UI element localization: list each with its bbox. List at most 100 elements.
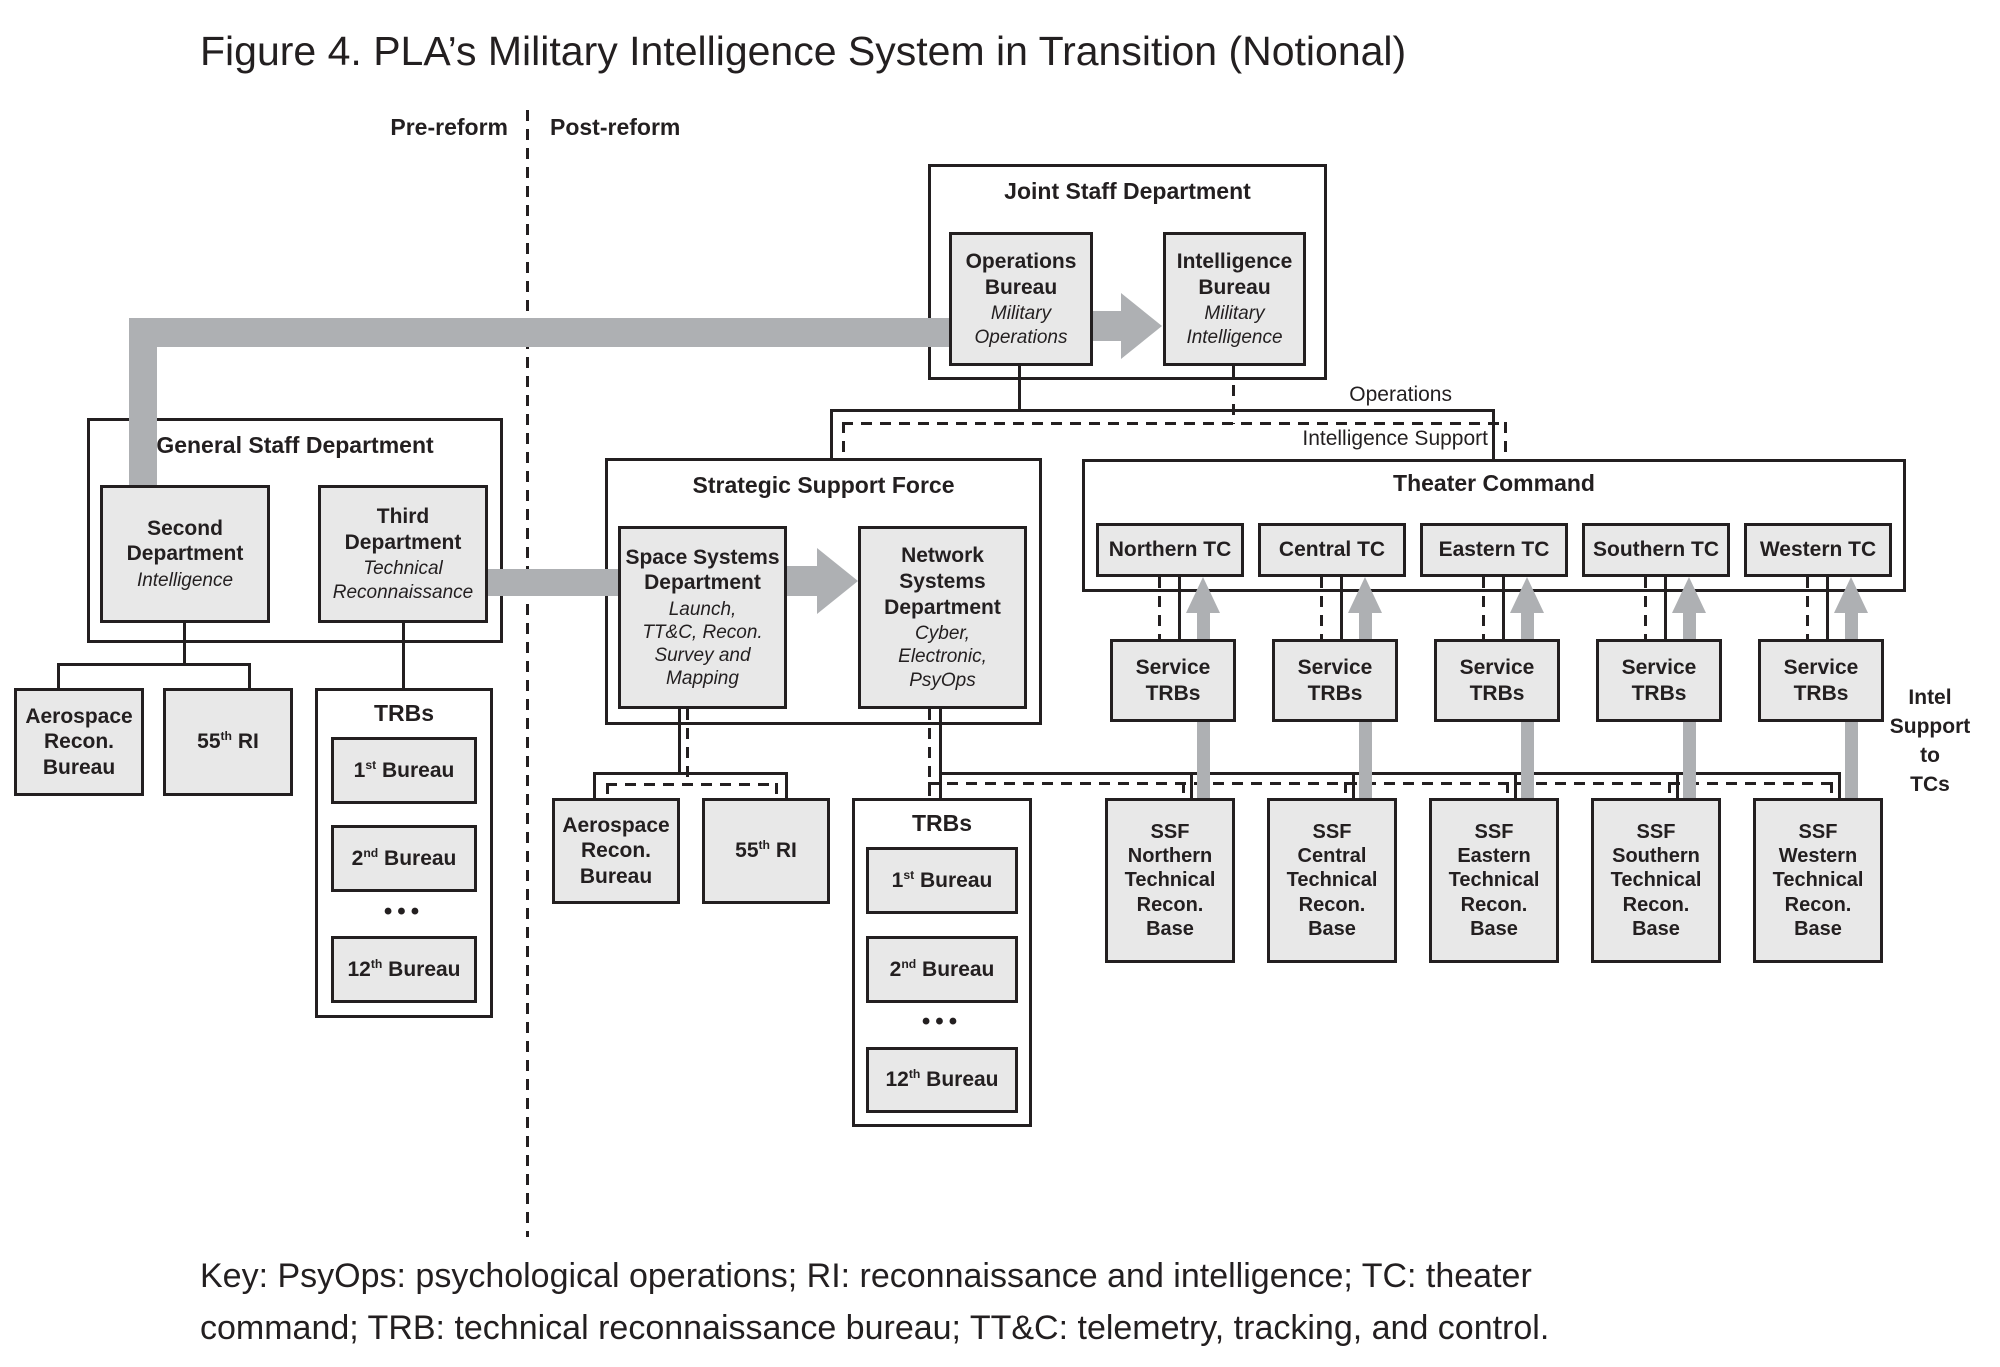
service-trbs-box-western: Service TRBs — [1758, 639, 1884, 722]
base-line: Recon. — [1460, 893, 1528, 916]
post-trbs-ellipsis: ••• — [921, 1008, 963, 1035]
southern-tc-box: Southern TC — [1582, 523, 1730, 577]
pre-1st-bureau-box: 1st Bureau — [331, 737, 477, 804]
base-line: Base — [1308, 918, 1356, 941]
joint-staff-department-label: Joint Staff Department — [1004, 178, 1251, 204]
intelligence-bureau-subtitle: Military Intelligence — [1186, 303, 1283, 348]
bureau-suffix: Bureau — [920, 1068, 999, 1092]
bureau-number: 12 — [347, 957, 371, 981]
post-aerospace-recon-bureau-box: Aerospace Recon. Bureau — [552, 798, 680, 904]
third-department-box: Third Department Technical Reconnaissanc… — [318, 485, 488, 623]
post-2nd-bureau-label: 2nd Bureau — [890, 957, 995, 983]
base-drop-solid — [1190, 772, 1193, 800]
bureau-suffix: Bureau — [916, 957, 995, 981]
base-line: Technical — [1772, 869, 1864, 892]
base-line: Base — [1794, 918, 1842, 941]
flow-space-to-network-arrowhead — [817, 548, 858, 614]
space-child-line-solid — [678, 709, 681, 774]
base-drop-solid — [1676, 772, 1679, 800]
intel-line-vertical — [1232, 366, 1235, 424]
intel-note-line: Intel — [1908, 686, 1952, 709]
service-trbs-label: Service TRBs — [1621, 655, 1697, 705]
theater-command-label: Theater Command — [1393, 470, 1595, 496]
post-2nd-bureau-box: 2nd Bureau — [866, 936, 1018, 1003]
second-department-title: Second Department — [126, 516, 244, 566]
base-line: Base — [1146, 918, 1194, 941]
bureau-ordinal: st — [903, 867, 915, 882]
service-trbs-label: Service TRBs — [1459, 655, 1535, 705]
post-12th-bureau-box: 12th Bureau — [866, 1047, 1018, 1113]
key-line-1: Key: PsyOps: psychological operations; R… — [200, 1257, 1532, 1295]
operations-bureau-title: Operations Bureau — [965, 250, 1077, 299]
network-child-line-dashed — [928, 709, 931, 799]
figure-title: Figure 4. PLA’s Military Intelligence Sy… — [200, 28, 1407, 74]
base-line: Recon. — [1298, 893, 1366, 916]
base-line: Base — [1632, 918, 1680, 941]
pre-aerospace-recon-bureau-box: Aerospace Recon. Bureau — [14, 688, 144, 796]
bureau-number: 2 — [889, 957, 902, 981]
central-tc-label: Central TC — [1278, 538, 1386, 562]
ops-line-drop-tc — [1492, 409, 1495, 460]
base-line: Recon. — [1136, 893, 1204, 916]
base-line: SSF — [1312, 820, 1352, 843]
network-to-bases-dashed — [928, 782, 1832, 785]
base-line: Technical — [1124, 869, 1216, 892]
intelligence-bureau-box: Intelligence Bureau Military Intelligenc… — [1163, 232, 1306, 366]
tc-service-dashed — [1482, 577, 1485, 639]
third-dept-child-line — [402, 623, 405, 690]
intel-support-to-tcs-label: Intel Support to TCs — [1876, 683, 1984, 799]
space-systems-title: Space Systems Department — [625, 545, 780, 595]
space-systems-subtitle: Launch, TT&C, Recon. Survey and Mapping — [642, 598, 763, 690]
general-staff-department-label: General Staff Department — [156, 432, 434, 458]
post-55th-ri-box: 55th RI — [702, 798, 830, 904]
western-tc-box: Western TC — [1744, 523, 1892, 577]
tc-service-solid — [1664, 577, 1667, 639]
pre-55th-ri-box: 55th RI — [163, 688, 293, 796]
base-drop-dashed — [1182, 782, 1185, 799]
space-child-line-dashed — [686, 709, 689, 785]
base-line: Eastern — [1457, 844, 1531, 867]
service-trbs-label: Service TRBs — [1297, 655, 1373, 705]
bureau-number: 1 — [891, 868, 904, 892]
tc-service-solid — [1340, 577, 1343, 639]
pre-2nd-bureau-box: 2nd Bureau — [331, 825, 477, 892]
pre-12th-bureau-label: 12th Bureau — [347, 957, 460, 983]
flow-base-to-tc-arrowhead — [1834, 577, 1868, 613]
pre-55th-ri-ordinal: th — [220, 729, 233, 744]
post-55th-ri-suffix: RI — [770, 839, 797, 863]
operations-flow-label: Operations — [1349, 383, 1452, 406]
tc-service-dashed — [1320, 577, 1323, 639]
network-systems-title: Network Systems Department — [884, 544, 1001, 619]
tc-service-solid — [1826, 577, 1829, 639]
base-line: Recon. — [1622, 893, 1690, 916]
intel-note-line: Support — [1889, 715, 1971, 738]
bureau-ordinal: nd — [901, 956, 917, 971]
base-line: Southern — [1612, 844, 1700, 867]
eastern-tc-label: Eastern TC — [1438, 538, 1550, 562]
post-55th-ri-number: 55 — [735, 839, 759, 863]
base-line: SSF — [1474, 820, 1514, 843]
bureau-suffix: Bureau — [914, 868, 993, 892]
ops-line-vertical — [1018, 366, 1021, 412]
base-line: SSF — [1798, 820, 1838, 843]
pre-reform-label: Pre-reform — [390, 114, 508, 140]
bracket-drop-aerospace — [57, 663, 60, 690]
northern-tc-box: Northern TC — [1096, 523, 1244, 577]
intelligence-bureau-title: Intelligence Bureau — [1176, 250, 1293, 299]
base-drop-dashed — [1668, 782, 1671, 799]
base-line: SSF — [1150, 820, 1190, 843]
post-12th-bureau-label: 12th Bureau — [885, 1067, 998, 1093]
third-department-subtitle: Technical Reconnaissance — [332, 558, 474, 603]
flow-third-to-space-bar — [488, 569, 620, 596]
pre-trbs-label: TRBs — [373, 700, 435, 726]
service-trbs-box-southern: Service TRBs — [1596, 639, 1722, 722]
pre-post-divider-line — [526, 110, 529, 1237]
flow-ops-to-intel-arrowhead — [1121, 293, 1162, 359]
space-systems-department-box: Space Systems Department Launch, TT&C, R… — [618, 526, 787, 709]
flow-space-to-network-shaft — [787, 566, 819, 596]
pre-55th-ri-label: 55th RI — [197, 729, 259, 755]
tc-service-dashed — [1806, 577, 1809, 639]
